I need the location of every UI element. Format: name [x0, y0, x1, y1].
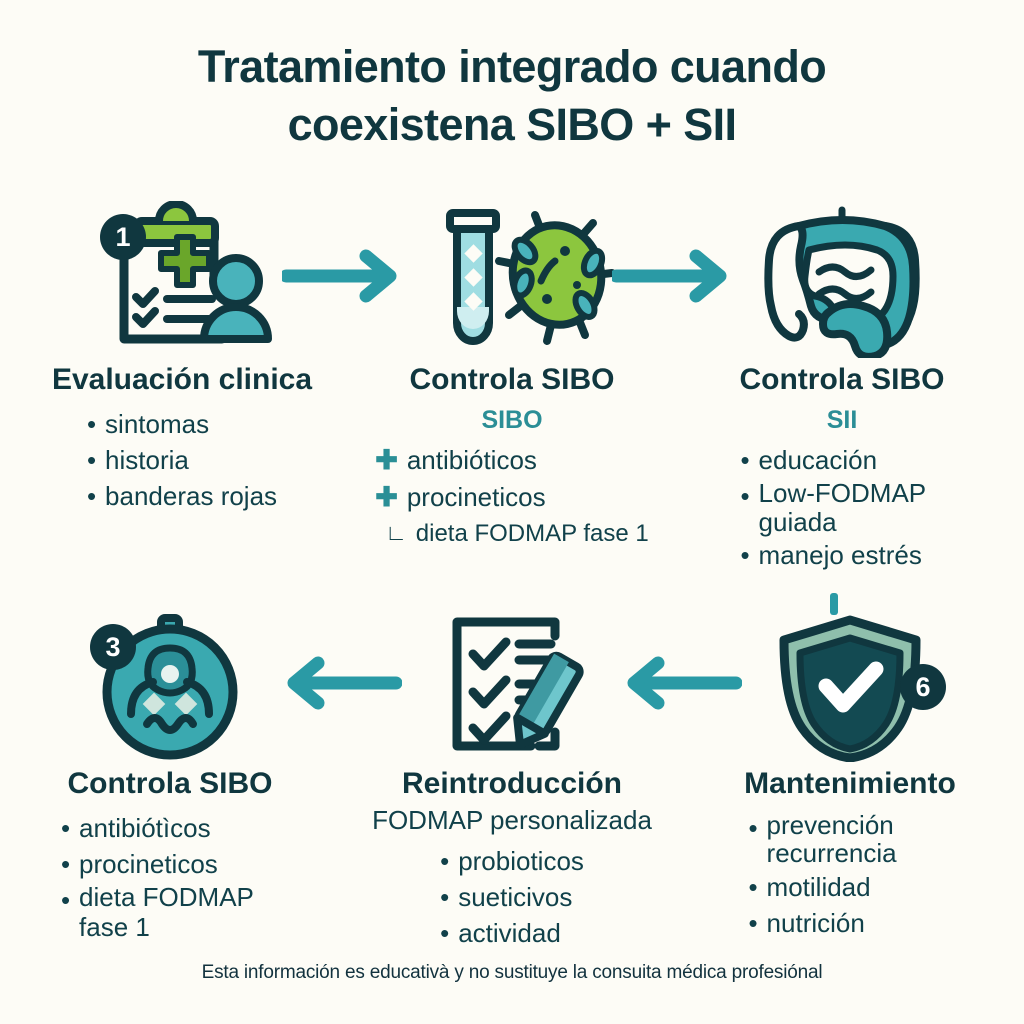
- bullet-text: banderas rojas: [105, 481, 278, 512]
- step-bullets-controla-sibo-paciente: • antibiótìcos • procineticos • dieta FODMA…: [61, 811, 279, 945]
- bullet-dot-icon: •: [740, 540, 750, 571]
- step-bullets-controla-sibo-test: ✚ antibióticos ✚ procineticos ∟ dieta FODMA…: [375, 443, 649, 552]
- bullet-text: antibióticos: [406, 444, 537, 475]
- step-card-controla-sibo-intestino: Controla SIBO SII • educación • Low-FODMAP…: [692, 198, 992, 574]
- step-title-reintroduccion: Reintroducción: [401, 767, 622, 800]
- step-bullets-evaluacion-clinica: • sintomas • historia • banderas rojas: [87, 407, 277, 516]
- bullet-text: prevención recurrencia: [766, 809, 897, 869]
- step-subtitle-sibo: SIBO: [481, 405, 543, 434]
- list-item: • manejo estrés: [740, 538, 943, 572]
- step-bullets-mantenimiento: • prevención recurrencia • motilidad • nutr…: [748, 809, 951, 943]
- step-bullets-reintroduccion: • probioticos • sueticivos • actividad: [440, 844, 584, 953]
- step-title-controla-sibo-intestino: Controla SIBO: [739, 363, 945, 396]
- arrow-2-to-3: [609, 248, 732, 309]
- step-title-controla-sibo-test: Controla SIBO: [409, 363, 615, 396]
- arrow-6-to-5: [612, 655, 743, 716]
- step-card-controla-sibo-test: Controla SIBO SIBO ✚ antibióticos ✚ procin…: [362, 198, 662, 552]
- step-card-controla-sibo-paciente: 3 Controla SIBO • antibiótìcos • procineti…: [20, 612, 320, 945]
- step-badge-6: 6: [900, 664, 946, 710]
- bullet-text: probioticos: [458, 845, 584, 876]
- list-item: • motilidad: [748, 870, 951, 904]
- step-badge-1: 1: [100, 214, 146, 260]
- arrow-5-to-3b: [272, 655, 403, 716]
- bullet-text: manejo estrés: [758, 540, 922, 571]
- clipboard-person-icon: [32, 198, 332, 358]
- test-tube-bacteria-icon: [362, 198, 662, 358]
- list-item: ✚ procineticos: [375, 480, 649, 516]
- bullet-corner-icon: ∟: [385, 519, 407, 545]
- bullet-text: procineticos: [79, 848, 218, 879]
- list-item: • antibiótìcos: [61, 811, 279, 845]
- bullet-dot-icon: •: [60, 812, 71, 843]
- step-subtitle-fodmap-personalizada: FODMAP personalizada: [372, 804, 652, 835]
- bullet-dot-icon: •: [86, 481, 97, 512]
- list-item: • sintomas: [87, 407, 277, 441]
- list-item: • banderas rojas: [87, 479, 277, 513]
- list-item: • probioticos: [440, 844, 584, 878]
- bullet-dot-icon: •: [748, 812, 758, 843]
- bullet-text: procineticos: [406, 482, 546, 513]
- step-card-reintroduccion: Reintroducción FODMAP personalizada • pro…: [362, 612, 662, 953]
- disclaimer-text: Esta información es educativà y no susti…: [201, 962, 823, 983]
- list-item: ∟ dieta FODMAP fase 1: [375, 518, 649, 550]
- bullet-dot-icon: •: [740, 480, 750, 511]
- step-title-evaluacion-clinica: Evaluación clinica: [51, 363, 313, 396]
- page-title: Tratamiento integrado cuando coexistena …: [197, 41, 827, 150]
- step-card-mantenimiento: 6 Mantenimiento • prevención recurrencia …: [700, 612, 1000, 942]
- bullet-text: Low-FODMAP guiada: [758, 477, 926, 537]
- bullet-text: educación: [758, 444, 878, 475]
- list-item: • procineticos: [61, 847, 279, 881]
- step-badge-3: 3: [90, 624, 136, 670]
- bullet-dot-icon: •: [748, 871, 758, 902]
- checklist-pencil-icon: [362, 612, 662, 762]
- bullet-text: sueticivos: [458, 882, 573, 913]
- bullet-dot-icon: •: [86, 408, 97, 439]
- bullet-text: nutrición: [766, 908, 865, 939]
- bullet-text: dieta FODMAP fase 1: [79, 882, 254, 943]
- list-item: • nutrición: [748, 906, 951, 940]
- step-title-controla-sibo-paciente: Controla SIBO: [67, 767, 273, 800]
- bullet-dot-icon: •: [440, 882, 450, 913]
- step-card-evaluacion-clinica: 1 Evaluación clinica • sintomas • historia…: [32, 198, 332, 516]
- list-item: • prevención recurrencia: [748, 809, 951, 869]
- list-item: • historia: [87, 443, 277, 477]
- bullet-dot-icon: •: [60, 885, 71, 916]
- step-bullets-controla-sibo-intestino: • educación • Low-FODMAP guiada • manejo es…: [740, 443, 943, 575]
- step-title-mantenimiento: Mantenimiento: [744, 767, 956, 800]
- intestine-icon: [692, 198, 992, 358]
- list-item: • sueticivos: [440, 880, 584, 914]
- list-item: • Low-FODMAP guiada: [740, 479, 943, 536]
- bullet-text: historia: [105, 444, 189, 475]
- step-subtitle-sii: SII: [826, 405, 858, 434]
- bullet-plus-icon: ✚: [375, 444, 398, 475]
- bullet-dot-icon: •: [440, 918, 450, 949]
- bullet-dot-icon: •: [748, 908, 758, 939]
- patient-circle-icon: [20, 612, 320, 762]
- list-item: • educación: [740, 443, 943, 477]
- bullet-text: antibiótìcos: [79, 812, 211, 843]
- bullet-dot-icon: •: [440, 845, 450, 876]
- bullet-dot-icon: •: [740, 444, 750, 475]
- list-item: • actividad: [440, 916, 584, 950]
- bullet-dot-icon: •: [86, 444, 97, 475]
- bullet-text: dieta FODMAP fase 1: [415, 519, 649, 547]
- list-item: ✚ antibióticos: [375, 443, 649, 479]
- bullet-text: actividad: [458, 918, 561, 949]
- bullet-plus-icon: ✚: [375, 482, 398, 513]
- arrow-1-to-2: [279, 248, 402, 309]
- bullet-text: sintomas: [105, 408, 210, 439]
- connector-3-to-6: [830, 593, 838, 615]
- bullet-dot-icon: •: [60, 848, 71, 879]
- shield-check-icon: [700, 612, 1000, 762]
- bullet-text: motilidad: [766, 871, 871, 902]
- list-item: • dieta FODMAP fase 1: [60, 882, 279, 943]
